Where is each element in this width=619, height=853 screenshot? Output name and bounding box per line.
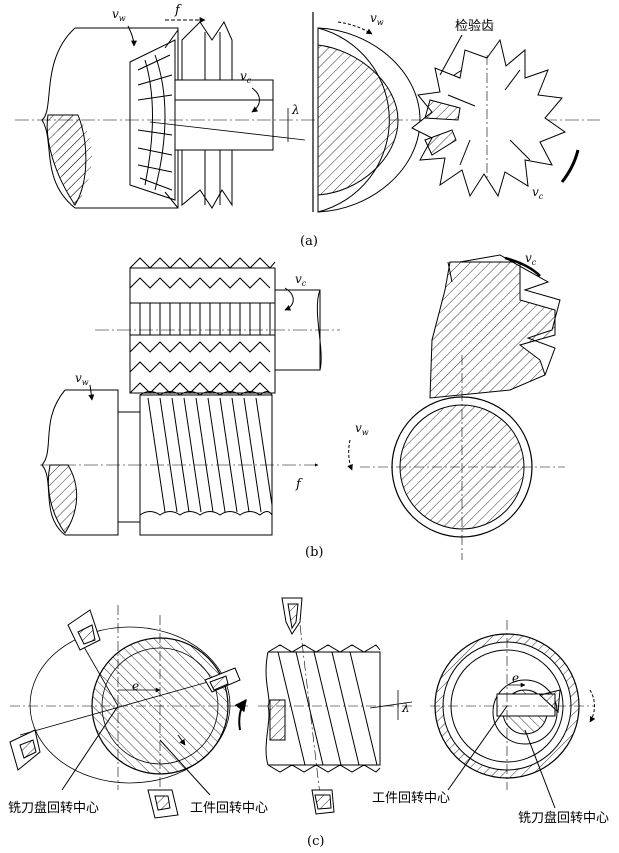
panel-b-vw-symbol-right: vw — [355, 421, 369, 437]
panel-a-cutter — [411, 38, 567, 198]
panel-b-caption: (b) — [305, 545, 323, 560]
panel-a-vc-arrow — [251, 87, 260, 113]
panel-b-vw-arrow — [88, 384, 95, 401]
panel-a-cutter-shaft — [174, 79, 274, 151]
panel-a-section — [317, 27, 421, 213]
panel-a — [15, 12, 600, 213]
panel-b-vc-arrow-right — [504, 256, 541, 277]
panel-c-caption: (c) — [307, 834, 324, 849]
panel-b-vc-symbol-right: vc — [525, 251, 537, 267]
panel-b-hob — [129, 257, 322, 394]
panel-c-right — [430, 620, 596, 809]
panel-b-workpiece — [41, 389, 273, 536]
panel-c-cutter-center-right: 铣刀盘回转中心 — [518, 810, 609, 826]
panel-b-vw-symbol: vw — [75, 371, 89, 387]
panel-c-left — [9, 605, 248, 819]
panel-c-cutter-center-left: 铣刀盘回转中心 — [8, 800, 99, 816]
panel-c-work-center-right: 工件回转中心 — [372, 791, 450, 806]
panel-a-text: vw f vc λ vw 检验齿 vc (a) — [112, 3, 544, 249]
panel-a-vc-symbol-right: vc — [532, 185, 544, 201]
panel-b-vc-arrow — [284, 287, 294, 311]
panel-a-vw-symbol: vw — [112, 7, 126, 23]
panel-c-work-center-left: 工件回转中心 — [190, 801, 268, 816]
panel-c-middle — [258, 597, 415, 815]
panel-a-f-symbol: f — [174, 3, 182, 18]
panel-c-e-symbol-right: e — [512, 671, 519, 685]
panel-c-lambda-symbol: λ — [401, 701, 410, 715]
panel-a-helix-line — [149, 121, 306, 141]
panel-c-e-symbol-left: e — [132, 679, 139, 693]
panel-b-text: vw vc f vc vw (b) — [75, 251, 537, 560]
panel-a-vc-arrow-right — [560, 149, 580, 183]
panel-a-lambda-symbol: λ — [291, 103, 300, 117]
panel-b-section — [360, 254, 565, 560]
panel-a-caption: (a) — [300, 234, 318, 249]
panel-b — [40, 254, 565, 560]
panel-a-vw-symbol-right: vw — [370, 11, 384, 27]
panel-c-text: e λ e 铣刀盘回转中心 工件回转中心 工件回转中心 铣刀盘回转中心 (c) — [8, 671, 609, 849]
panel-a-vw-arrow — [127, 25, 137, 47]
panel-b-f-symbol: f — [295, 477, 303, 492]
panel-a-check-leader — [439, 34, 463, 76]
panel-a-workpiece — [41, 27, 179, 209]
panel-c — [9, 597, 596, 819]
panel-a-check-tooth-label: 检验齿 — [455, 18, 494, 34]
panel-b-vw-arrow-right — [347, 439, 353, 471]
panel-b-vc-symbol: vc — [295, 272, 307, 288]
panel-a-vc-symbol: vc — [240, 69, 252, 85]
